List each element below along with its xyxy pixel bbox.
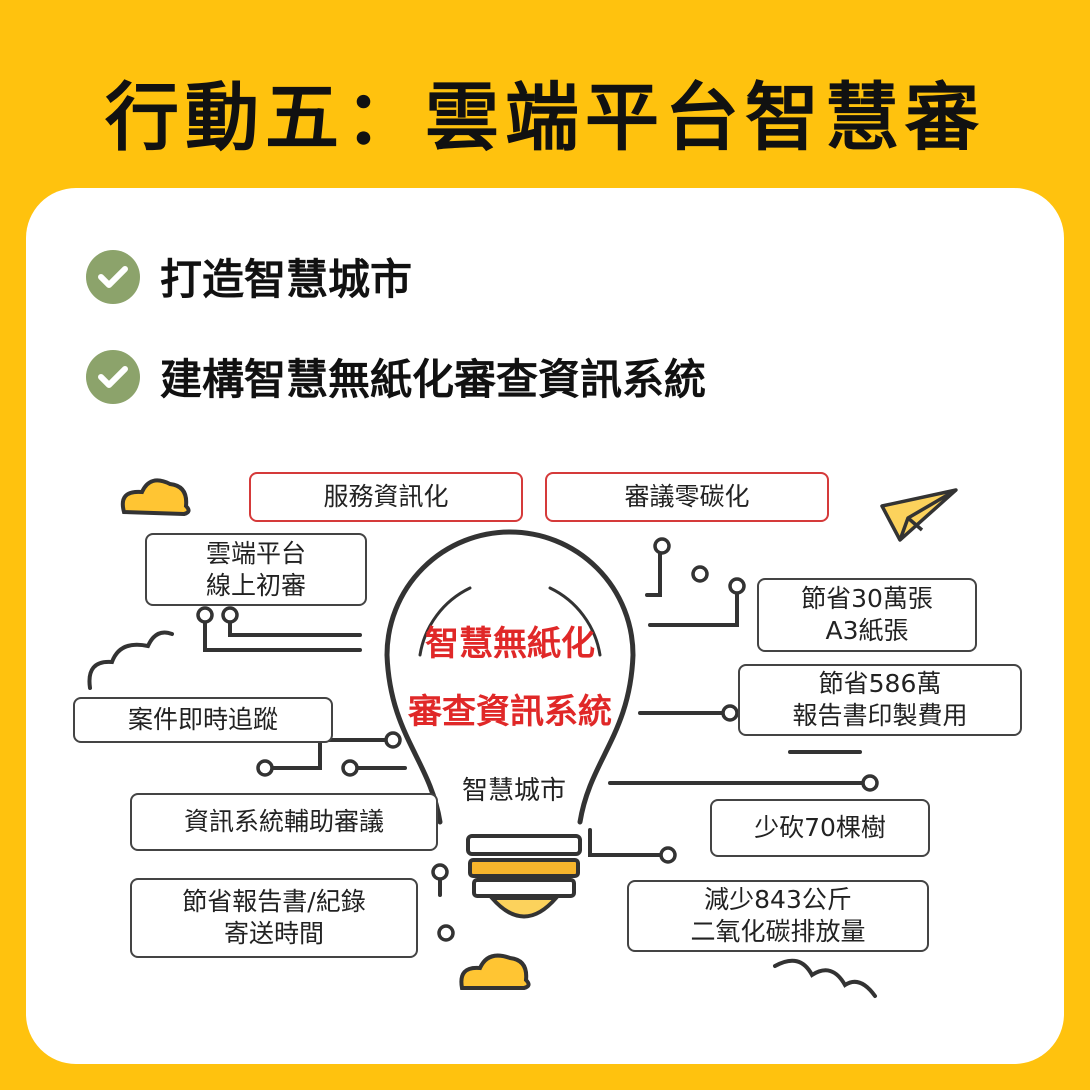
bullet-text: 打造智慧城市 [160,255,413,304]
cloud-outline-icon [773,958,877,998]
check-icon [86,249,140,304]
node-dot [721,704,739,722]
node-dot [691,565,709,583]
check-icon [86,349,140,404]
node-dot [653,537,671,555]
box-case-tracking: 案件即時追蹤 [73,697,333,743]
bulb-title-line1: 智慧無紙化 [425,624,595,664]
bullet-text: 建構智慧無紙化審查資訊系統 [160,355,707,404]
node-dot [196,606,214,624]
cloud-icon [459,953,531,990]
node-dot [384,731,402,749]
box-save-trees: 少砍70棵樹 [710,799,930,857]
node-dot [659,846,677,864]
cloud-outline-icon [87,630,174,690]
paper-plane-icon [880,488,958,542]
node-dot [728,577,746,595]
box-save-printing-cost: 節省586萬 報告書印製費用 [738,664,1022,736]
label-zero-carbon-review: 審議零碳化 [545,472,829,522]
box-cloud-online-review: 雲端平台 線上初審 [145,533,367,606]
page-title: 行動五：雲端平台智慧審 [105,75,985,161]
node-dot [256,759,274,777]
box-save-mailing-time: 節省報告書/紀錄 寄送時間 [130,878,418,958]
node-dot [221,606,239,624]
box-reduce-co2: 減少843公斤 二氧化碳排放量 [627,880,929,952]
node-dot [861,774,879,792]
bullet-smart-city: 打造智慧城市 [86,246,412,307]
cloud-icon [120,478,191,517]
bulb-subtitle: 智慧城市 [462,776,567,806]
node-dot [431,863,449,881]
bulb-base [466,834,582,919]
node-dot [437,924,455,942]
bullet-paperless-system: 建構智慧無紙化審查資訊系統 [86,346,706,407]
box-save-a3-paper: 節省30萬張 A3紙張 [757,578,977,652]
node-dot [341,759,359,777]
box-system-assisted-review: 資訊系統輔助審議 [130,793,438,851]
label-service-digitization: 服務資訊化 [249,472,523,522]
bulb-title-line2: 審查資訊系統 [408,692,612,732]
